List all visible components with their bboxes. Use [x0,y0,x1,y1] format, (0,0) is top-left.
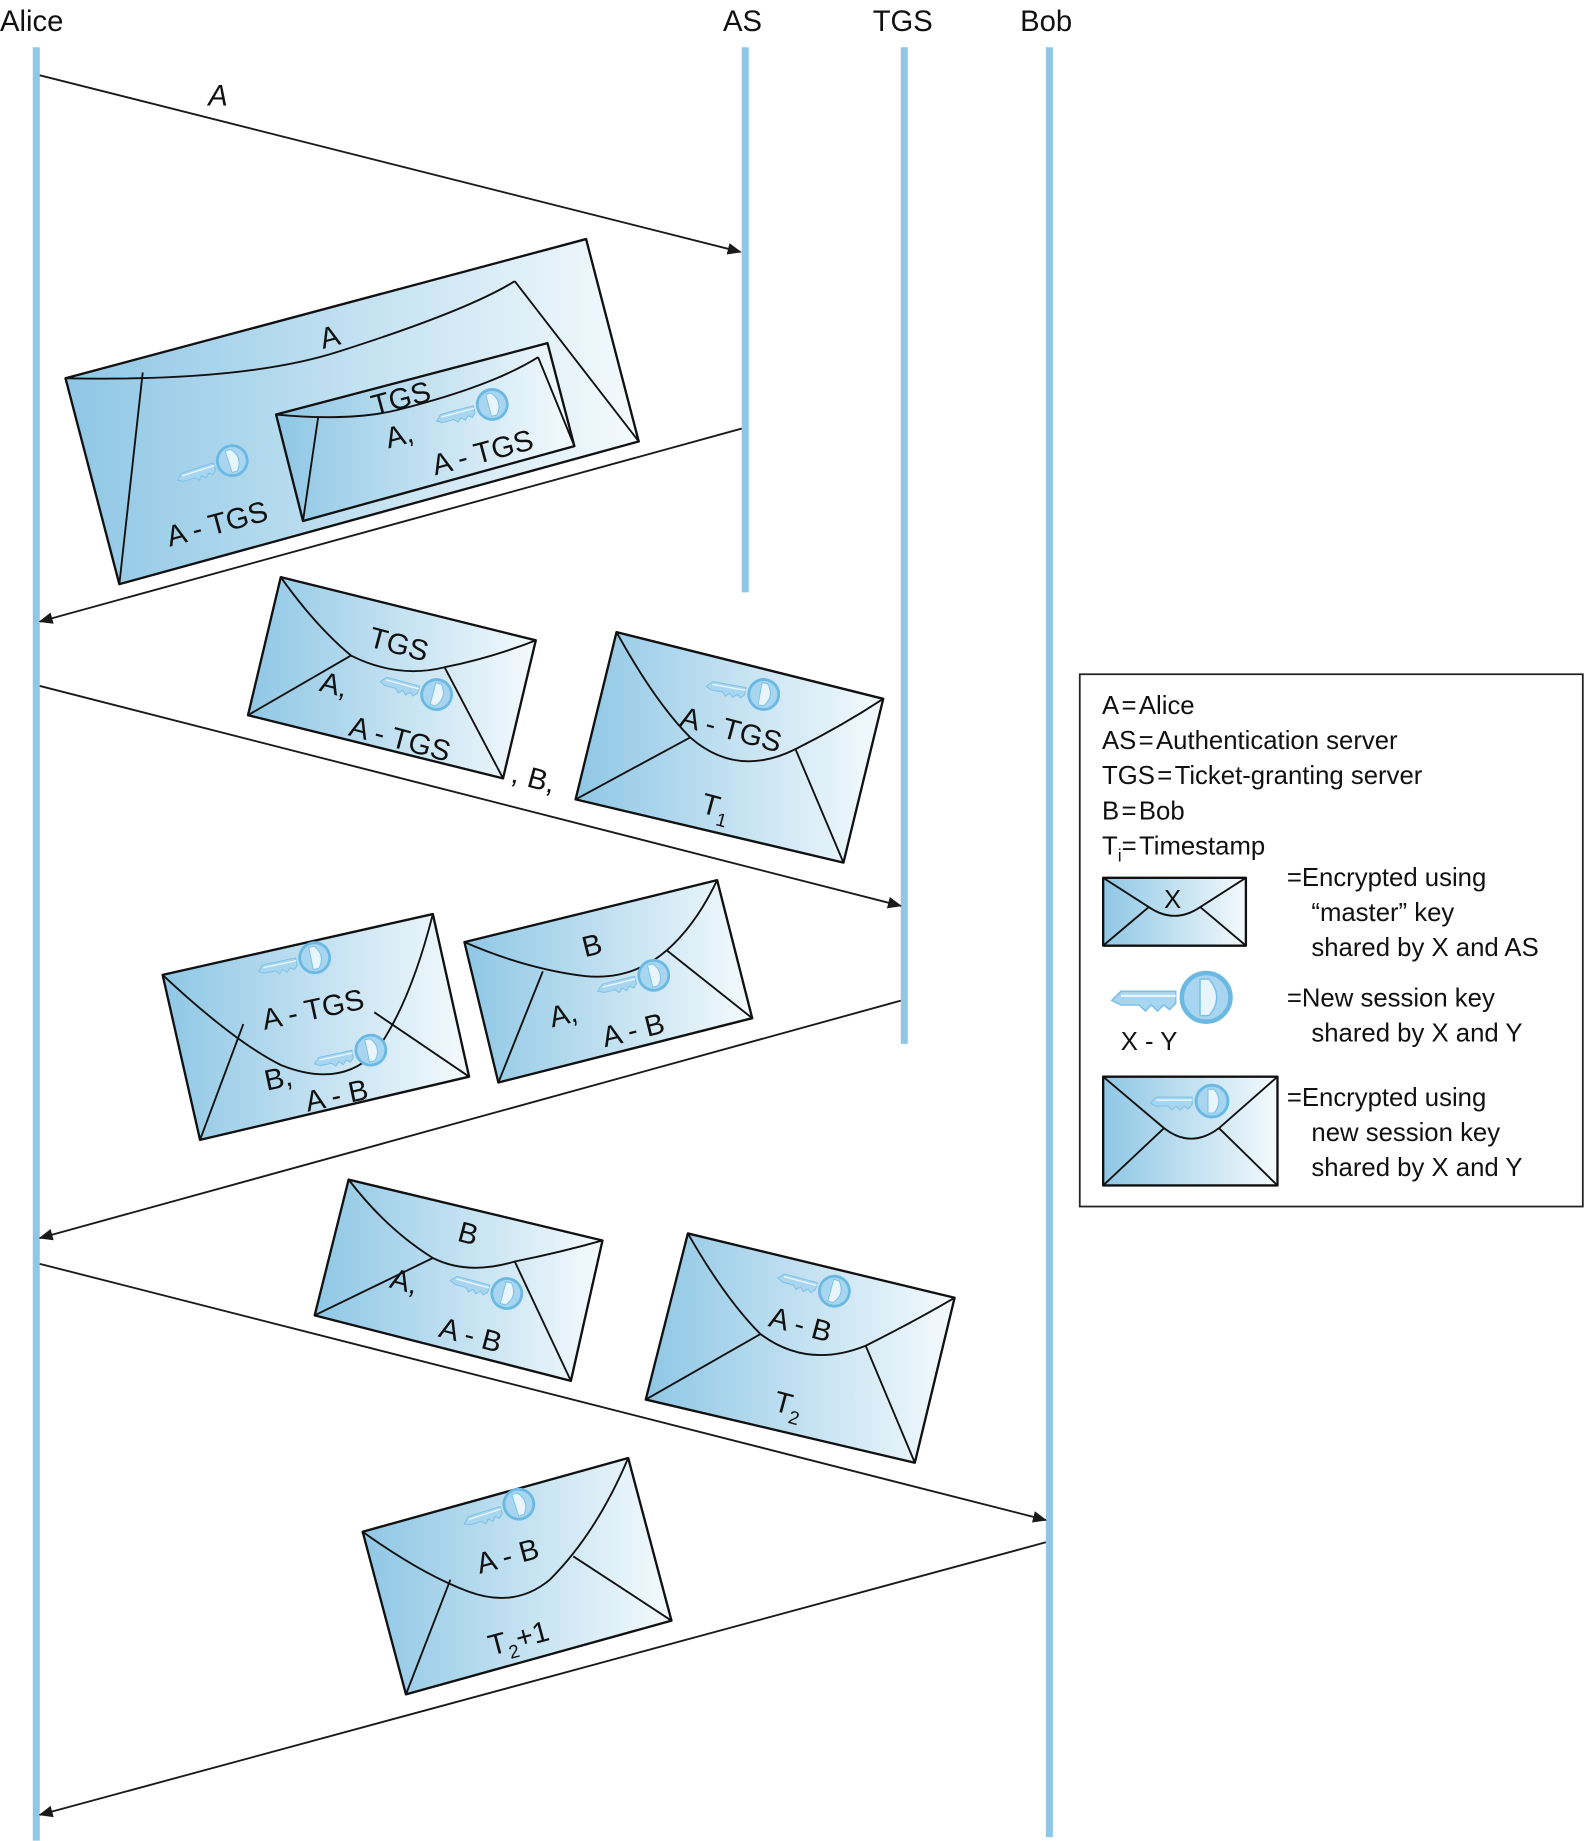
legend-def-b: B=Bob [1102,797,1185,825]
legend-session-desc-3: shared by X and Y [1311,1154,1522,1182]
message-1-label: A [206,81,228,113]
participant-bob-label: Bob [1020,6,1072,38]
participant-as-label: AS [723,6,762,38]
participant-alice-label: Alice [0,6,63,38]
envelope-ticket-bob: B A, A - B [463,878,754,1084]
legend-session-desc-2: new session key [1311,1119,1500,1147]
message-arrow-alice-to-as [39,74,742,255]
legend-session-envelope-icon [1102,1075,1279,1187]
timestamp-label: T2+1 [485,1616,554,1668]
legend-key-label: X - Y [1121,1028,1178,1056]
legend-def-tgs: TGS=Ticket-granting server [1102,762,1423,790]
legend-master-desc-3: shared by X and AS [1311,934,1538,962]
legend-key-desc: =New session key [1287,984,1495,1012]
message-arrow-tgs-to-alice [38,999,902,1241]
envelope-ticket-tgs: TGS A, A - TGS [246,575,537,780]
envelope-reply-for-alice: A - TGS B, A - B [161,912,471,1142]
legend-def-as: AS=Authentication server [1102,727,1398,755]
legend-def-a: A=Alice [1102,692,1195,720]
legend-key-desc-2: shared by X and Y [1311,1020,1522,1048]
envelope-inner-ticket-tgs: TGS A, A - TGS [274,342,576,523]
message-arrow-alice-to-tgs [39,685,902,909]
timestamp-label: T2 [769,1386,806,1429]
legend-master-desc-2: “master” key [1311,899,1454,927]
legend-envelope-label: X [1164,886,1181,914]
legend: A=Alice AS=Authentication server TGS=Tic… [1078,673,1584,1208]
envelope-content: B, [262,1061,296,1098]
envelope-reply-t2-plus-1: A - B T2+1 [361,1456,673,1696]
message-arrow-as-to-alice [38,427,742,624]
legend-session-desc: =Encrypted using [1287,1084,1486,1112]
envelope-authenticator-t1: A - TGS T1 [574,630,885,864]
envelope-ticket-bob-forwarded: B A, A - B [313,1178,604,1383]
envelope-authenticator-t2: A - B T2 [644,1232,956,1464]
legend-master-desc: =Encrypted using [1287,864,1486,892]
message-separator: , B, [508,758,559,800]
participant-tgs-label: TGS [873,6,933,38]
legend-master-envelope-icon: X [1102,876,1248,947]
message-arrow-alice-to-bob [39,1262,1047,1523]
message-arrow-bob-to-alice [38,1541,1047,1818]
legend-def-timestamp: Ti=Timestamp [1102,832,1265,865]
